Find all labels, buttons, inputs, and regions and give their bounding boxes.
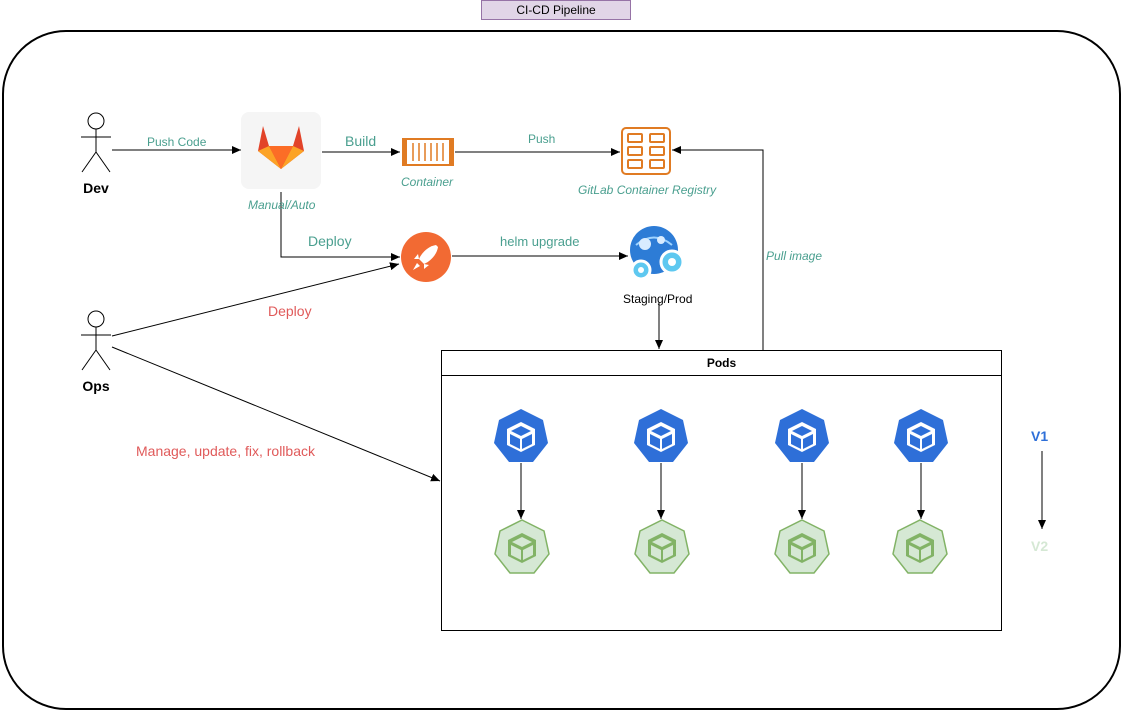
pipeline-container	[2, 30, 1121, 710]
ops-manage-arrow	[111, 346, 441, 482]
pod-v2-icon	[892, 519, 948, 574]
pod-v2-icon	[494, 519, 550, 574]
push-label: Push	[528, 132, 556, 146]
pod-v1-icon	[494, 409, 548, 462]
staging-prod-label: Staging/Prod	[623, 292, 693, 306]
kubernetes-cluster-icon	[630, 226, 685, 281]
registry-label: GitLab Container Registry	[578, 183, 717, 197]
pod-v1-icon	[894, 409, 948, 462]
container-icon	[402, 138, 454, 166]
ops-actor-name: Ops	[82, 378, 110, 394]
manage-label: Manage, update, fix, rollback	[136, 443, 315, 459]
container-label: Container	[401, 175, 454, 189]
pods-header: Pods	[442, 351, 1001, 376]
pod-v2-icon	[774, 519, 830, 574]
version-v2-label: V2	[1031, 538, 1049, 554]
pull-image-arrow	[672, 146, 764, 350]
manual-auto-label: Manual/Auto	[248, 198, 316, 212]
ops-deploy-label: Deploy	[268, 303, 312, 319]
deploy-label: Deploy	[308, 233, 352, 249]
pull-image-label: Pull image	[766, 249, 823, 263]
ops-actor-icon	[81, 310, 111, 371]
dev-actor-icon	[81, 112, 111, 173]
pods-title: Pods	[706, 356, 737, 370]
dev-actor-name: Dev	[83, 180, 109, 196]
helm-upgrade-label: helm upgrade	[500, 234, 580, 249]
pods-container: Pods	[441, 350, 1002, 631]
push-code-label: Push Code	[147, 135, 207, 149]
gitlab-icon	[241, 112, 321, 189]
diagram-title-text: CI-CD Pipeline	[516, 3, 596, 17]
registry-icon	[621, 127, 671, 175]
version-v1-label: V1	[1031, 428, 1049, 444]
deploy-arrow	[280, 192, 400, 261]
ops-deploy-arrow	[111, 262, 400, 337]
diagram-title: CI-CD Pipeline	[481, 0, 631, 20]
rocket-icon	[401, 232, 451, 282]
pod-v1-icon	[634, 409, 688, 462]
pod-v1-icon	[775, 409, 829, 462]
build-label: Build	[345, 133, 377, 149]
pod-v2-icon	[634, 519, 690, 574]
